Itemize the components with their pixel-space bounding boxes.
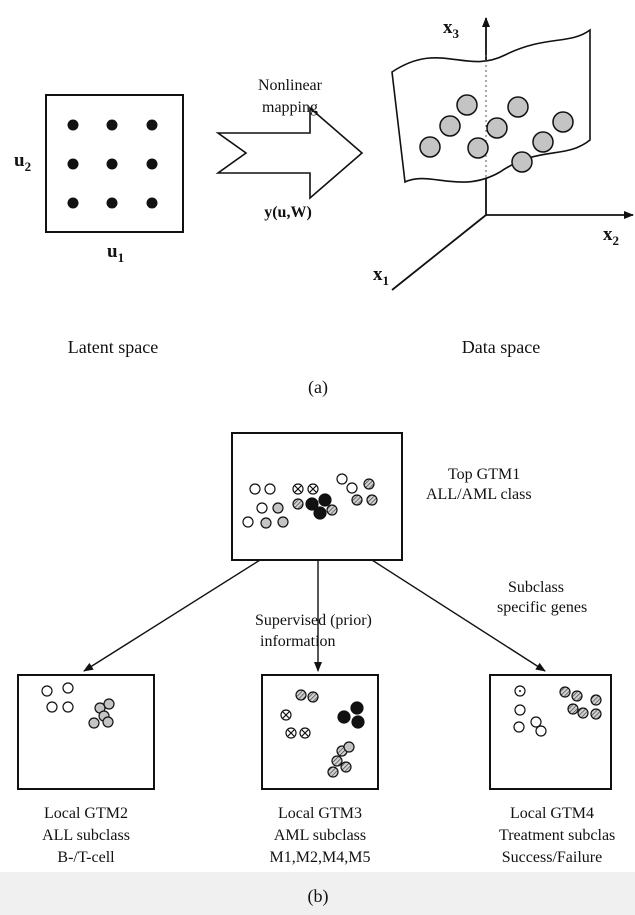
local-gtm3-box xyxy=(261,674,379,790)
latent-point xyxy=(106,158,118,170)
local-gtm3-line2: AML subclass xyxy=(274,827,366,844)
axis-x2-label: x2 xyxy=(603,224,619,248)
caption-b: (b) xyxy=(308,886,329,907)
top-gtm1-label-line2: ALL/AML class xyxy=(426,486,532,503)
data-point xyxy=(532,131,554,153)
axis-x1-label: x1 xyxy=(373,264,389,288)
latent-point xyxy=(106,119,118,131)
arrow-label-line2: mapping xyxy=(262,99,318,116)
crossed-marker xyxy=(280,709,292,721)
crossed-marker xyxy=(292,483,304,495)
arrow-to-gtm4 xyxy=(371,559,546,672)
latent-space-label: Latent space xyxy=(68,337,158,357)
latent-point xyxy=(106,197,118,209)
local-gtm2-points xyxy=(41,682,115,729)
data-point xyxy=(507,96,529,118)
local-gtm4-line1: Local GTM4 xyxy=(510,805,594,822)
data-point xyxy=(467,137,489,159)
arrow-to-gtm2 xyxy=(83,559,261,672)
data-space-points xyxy=(419,94,574,173)
data-point xyxy=(439,115,461,137)
crossed-marker xyxy=(307,483,319,495)
subclass-label-line1: Subclass xyxy=(508,579,564,596)
data-point xyxy=(511,151,533,173)
local-gtm3-line3: M1,M2,M4,M5 xyxy=(270,849,371,866)
data-point xyxy=(419,136,441,158)
latent-point xyxy=(146,197,158,209)
data-point xyxy=(456,94,478,116)
arrow-label-line1: Nonlinear xyxy=(258,77,323,94)
local-gtm4-line3: Success/Failure xyxy=(502,849,602,866)
axis-x1 xyxy=(391,214,487,291)
supervised-label-line2: information xyxy=(260,633,336,650)
local-gtm2-line1: Local GTM2 xyxy=(44,805,128,822)
local-gtm2-line3: B-/T-cell xyxy=(57,849,115,866)
local-gtm3-line1: Local GTM3 xyxy=(278,805,362,822)
local-gtm4-labels: Local GTM4 Treatment subclas Success/Fai… xyxy=(499,805,615,866)
latent-point xyxy=(146,158,158,170)
local-gtm2-box xyxy=(17,674,155,790)
local-gtm2-line2: ALL subclass xyxy=(42,827,130,844)
crossed-marker xyxy=(299,727,311,739)
latent-point xyxy=(67,197,79,209)
caption-band xyxy=(0,872,635,915)
mapping-function: y(u,W) xyxy=(264,204,312,221)
latent-point xyxy=(67,158,79,170)
dotted-marker xyxy=(514,685,526,697)
data-point xyxy=(552,111,574,133)
axis-u2-label: u2 xyxy=(14,150,31,174)
local-gtm4-points xyxy=(513,685,602,737)
top-gtm1-box xyxy=(231,432,403,561)
local-gtm2-labels: Local GTM2 ALL subclass B-/T-cell xyxy=(42,805,130,866)
caption-a: (a) xyxy=(308,377,328,398)
manifold-sheet xyxy=(391,28,591,184)
axis-u1-label: u1 xyxy=(107,241,124,265)
local-gtm3-points xyxy=(280,689,365,778)
latent-point xyxy=(146,119,158,131)
top-gtm1-label-line1: Top GTM1 xyxy=(448,466,520,483)
local-gtm4-line2: Treatment subclas xyxy=(499,827,615,844)
subclass-label-line2: specific genes xyxy=(497,599,587,616)
data-point xyxy=(486,117,508,139)
data-space-label: Data space xyxy=(462,337,540,357)
axis-x3-label: x3 xyxy=(443,17,460,41)
top-gtm1-points xyxy=(242,473,378,529)
local-gtm4-box xyxy=(489,674,612,790)
mapping-arrow xyxy=(215,106,364,200)
latent-grid-points xyxy=(67,119,158,209)
latent-point xyxy=(67,119,79,131)
panel-a: u2 u1 Nonlinear mapping y(u,W) x3 x2 x1 … xyxy=(14,17,634,398)
local-gtm3-labels: Local GTM3 AML subclass M1,M2,M4,M5 xyxy=(270,805,371,866)
crossed-marker xyxy=(285,727,297,739)
panel-b: Top GTM1 ALL/AML class Supervised (prior… xyxy=(0,432,635,915)
supervised-label-line1: Supervised (prior) xyxy=(255,612,372,629)
